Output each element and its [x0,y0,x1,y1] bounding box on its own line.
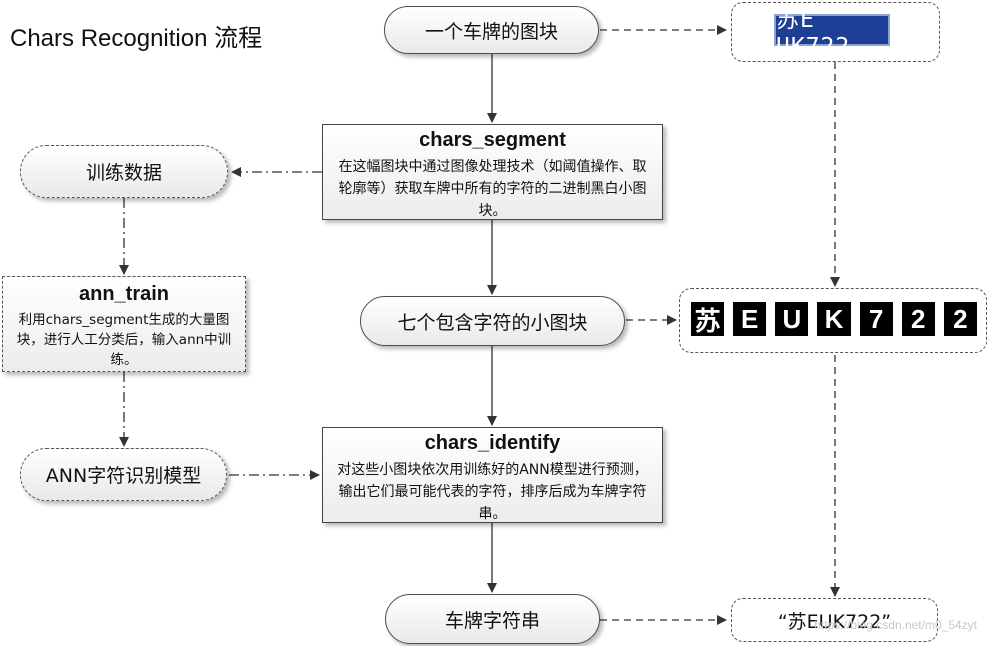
char-tile: 苏 [691,302,725,336]
chars-identify-desc: 对这些小图块依次用训练好的ANN模型进行预测，输出它们最可能代表的字符，排序后成… [337,462,648,522]
license-plate-image: 苏E UK722 [774,7,890,60]
segmented-chars-strip: 苏 E U K 7 2 2 [691,302,977,336]
chars-segment-node: chars_segment 在这幅图块中通过图像处理技术（如阈值操作、取轮廓等）… [322,124,663,220]
ann-model-node: ANN字符识别模型 [20,448,227,501]
ann-train-node: ann_train 利用chars_segment生成的大量图块，进行人工分类后… [2,276,246,372]
plate-string-node: 车牌字符串 [385,594,600,644]
char-tile: 2 [901,302,935,336]
result-string-node: “苏EUK722” [731,598,938,642]
train-data-node: 训练数据 [20,145,228,198]
char-tile: U [775,302,809,336]
char-tile: E [733,302,767,336]
chars-segment-title: chars_segment [419,129,566,151]
chars-identify-title: chars_identify [424,432,561,454]
watermark: https://blog.csdn.net/m0_54zyt [814,618,977,632]
char-tile: K [817,302,851,336]
plate-block-node: 一个车牌的图块 [384,6,599,54]
seven-chars-node: 七个包含字符的小图块 [360,296,625,346]
diagram-title: Chars Recognition 流程 [10,25,263,52]
char-tile: 7 [859,302,893,336]
ann-train-title: ann_train [78,283,170,305]
chars-identify-node: chars_identify 对这些小图块依次用训练好的ANN模型进行预测，输出… [322,427,663,523]
ann-train-desc: 利用chars_segment生成的大量图块，进行人工分类后，输入ann中训练。 [16,312,232,368]
char-tile: 2 [943,302,977,336]
chars-segment-desc: 在这幅图块中通过图像处理技术（如阈值操作、取轮廓等）获取车牌中所有的字符的二进制… [338,159,647,219]
